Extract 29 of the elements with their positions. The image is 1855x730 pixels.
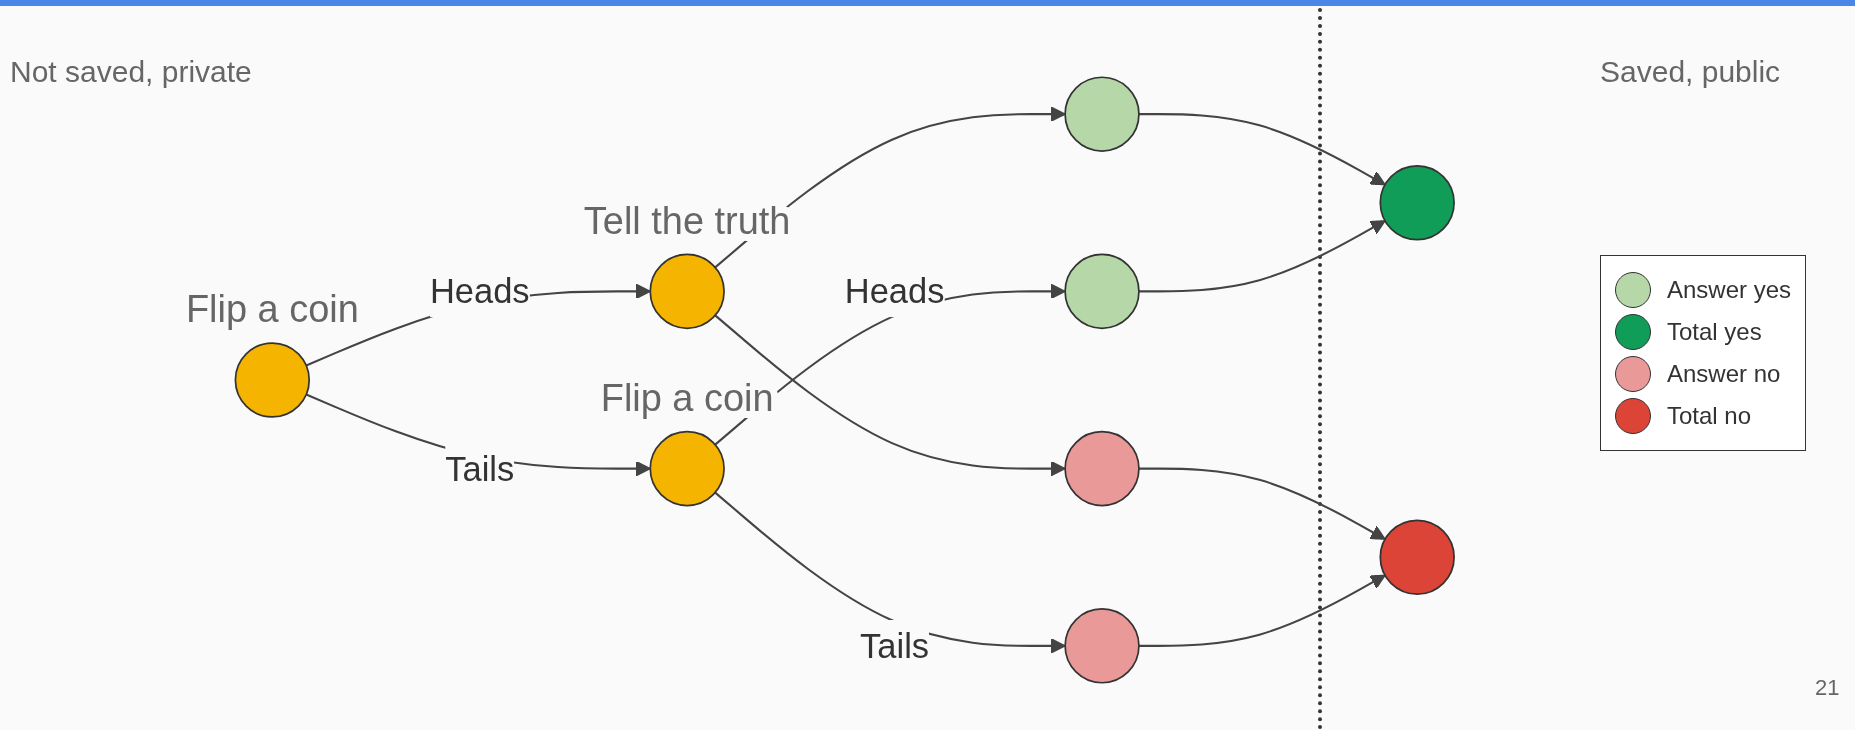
node-circle	[1064, 608, 1140, 684]
node-circle	[649, 430, 725, 507]
arrow	[1138, 220, 1386, 293]
legend-text: Total yes	[1667, 318, 1762, 346]
node-caption: Flip a coin	[185, 288, 359, 331]
node-circle	[1379, 519, 1455, 595]
node-circle	[649, 253, 725, 330]
region-label: Not saved, private	[10, 55, 252, 89]
node-circle	[234, 342, 311, 418]
arrow	[714, 314, 1066, 477]
arrow	[714, 491, 1066, 654]
arrow	[714, 106, 1066, 269]
node-circle	[1064, 430, 1140, 507]
arrow	[1138, 113, 1386, 186]
node-circle	[1064, 253, 1140, 330]
arrow	[1138, 467, 1386, 540]
legend-text: Answer no	[1667, 360, 1781, 388]
region-label: Saved, public	[1600, 55, 1781, 89]
edge-label: Tails	[445, 449, 515, 488]
node-circle	[1064, 76, 1140, 152]
arrow	[1138, 574, 1386, 647]
edge-label: Heads	[844, 272, 945, 311]
legend-text: Total no	[1667, 402, 1752, 430]
edge-label: Heads	[429, 272, 530, 311]
node-circle	[1379, 165, 1455, 241]
edge-label: Tails	[860, 626, 930, 665]
node-caption: Flip a coin	[600, 377, 774, 420]
page-number: 21	[1815, 675, 1840, 701]
legend-text: Answer yes	[1667, 276, 1792, 304]
